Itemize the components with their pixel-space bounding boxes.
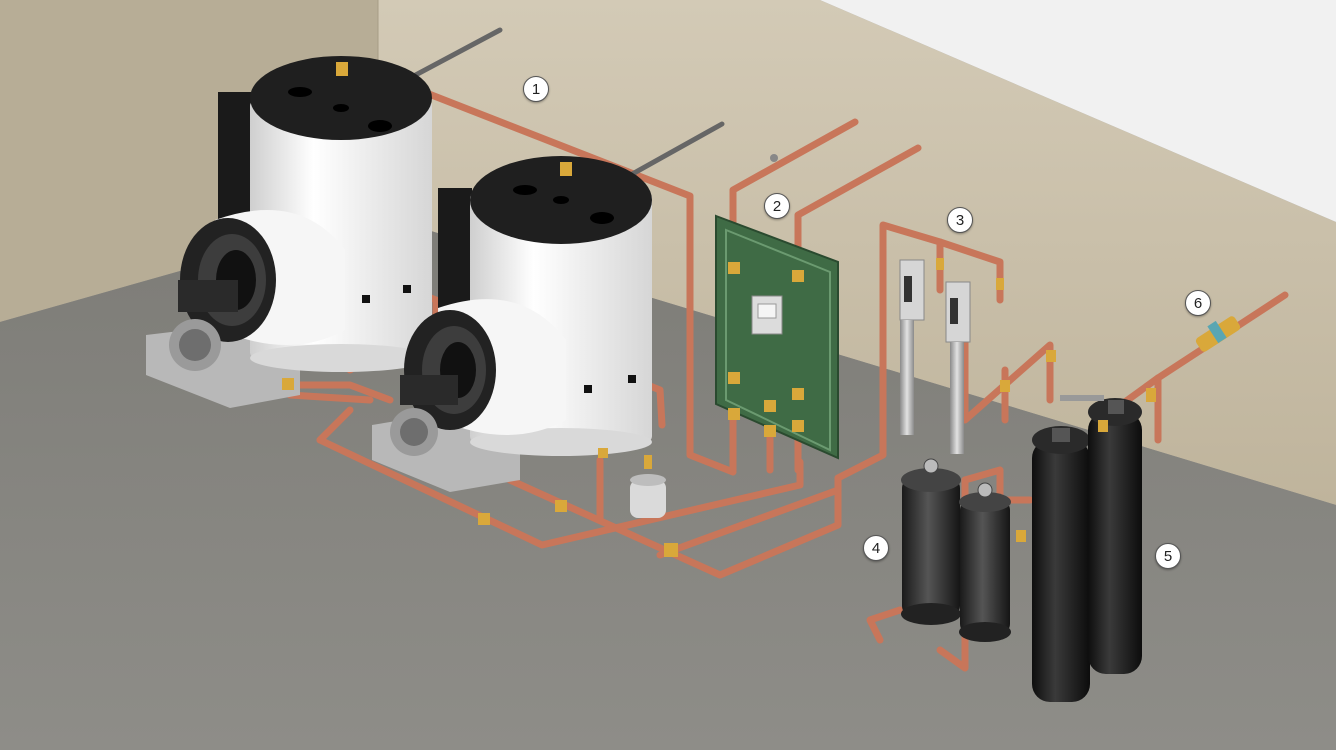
callout-6: 6 <box>1185 290 1211 316</box>
cartridge-filter-housings <box>901 458 1011 642</box>
callout-4: 4 <box>863 535 889 561</box>
water-heater-2 <box>372 156 652 492</box>
uv-sterilizers <box>899 258 1004 454</box>
callout-2: 2 <box>764 193 790 219</box>
callout-3: 3 <box>947 207 973 233</box>
callout-1: 1 <box>523 76 549 102</box>
water-heater-1 <box>146 56 432 408</box>
brass-fittings <box>282 62 1156 557</box>
callout-5: 5 <box>1155 543 1181 569</box>
mixing-valve-panel <box>715 154 839 460</box>
expansion-tank <box>630 474 666 518</box>
water-softener-tanks <box>1032 395 1142 702</box>
backflow-preventer <box>1195 316 1241 352</box>
